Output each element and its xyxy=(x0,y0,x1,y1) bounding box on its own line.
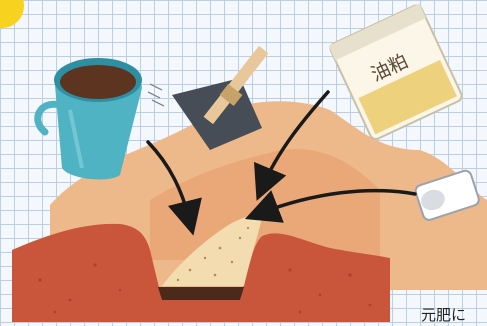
caption-text: 元肥に xyxy=(421,304,466,325)
motion-lines xyxy=(148,84,164,106)
compost-layer xyxy=(158,287,244,300)
oil-cake-bag: 油粕 xyxy=(329,4,464,141)
corner-badge xyxy=(0,0,24,28)
